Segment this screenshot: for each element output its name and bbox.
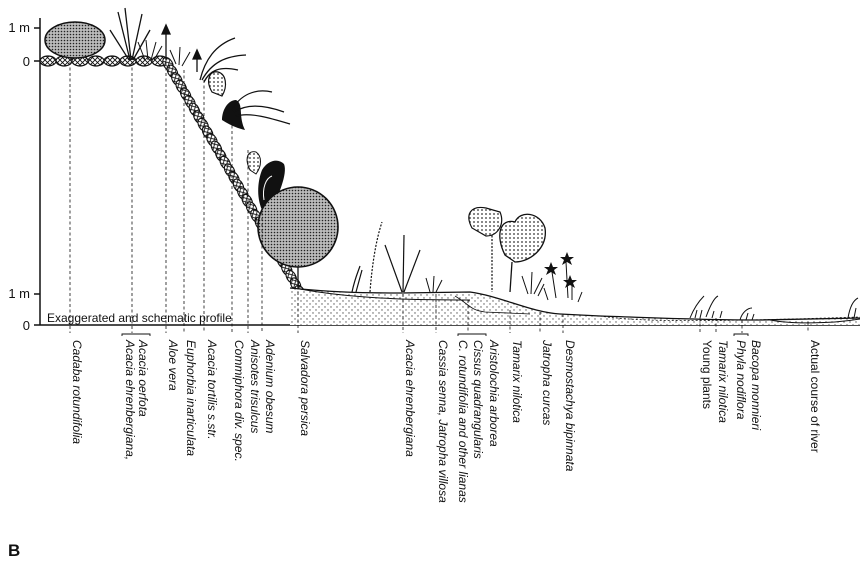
acacia-tuft-icon [109, 7, 151, 61]
anisotes-leaf-icon [246, 151, 261, 175]
cassia-senna-icon [425, 275, 443, 293]
species-label-young: Young plants [700, 340, 714, 409]
species-label-river: Actual course of river [808, 340, 822, 453]
aristolochia-stem [509, 261, 513, 293]
axis-label-bottom-0: 0 [23, 318, 30, 333]
species-label-acacia-oerfota: Acacia oerfota [136, 339, 150, 417]
river-channel [769, 318, 860, 324]
species-label-anisotes: Anisotes trisulcus [248, 339, 262, 433]
aloe-rosette-icon [137, 39, 191, 67]
adenium-bulb-icon [222, 100, 245, 130]
river-bank-plants-icon [847, 297, 859, 319]
young-plants-icon [689, 295, 723, 319]
floodplain-sediment [290, 288, 860, 325]
acacia-tortilis-icon [199, 37, 247, 83]
adenium-highlight [263, 175, 273, 201]
profile-caption: Exaggerated and schematic profile [47, 311, 232, 325]
species-label-salvadora: Salvadora persica [298, 340, 312, 436]
species-label-acacia-tortilis: Acacia tortilis s.str. [205, 339, 219, 440]
boulder [39, 55, 57, 67]
adenium-obesum-icon [258, 160, 285, 214]
species-label-commiphora: Commiphora div. spec. [232, 340, 246, 462]
axis-label-top-0: 0 [23, 54, 30, 69]
upper-terrace-boulders [39, 55, 169, 67]
panel-label: B [8, 541, 20, 560]
species-label-aloe: Aloe vera [166, 339, 180, 391]
species-label-cassia: Cassia senna, Jatropha villosa [436, 340, 450, 503]
terrace-edge [299, 288, 471, 301]
anisotes-branch-icon [231, 90, 291, 125]
aristolochia-leaf-icon [499, 213, 546, 263]
leader-lines [69, 62, 809, 333]
species-label-euphorbia: Euphorbia inarticulata [184, 340, 198, 456]
species-label-c-rotundifolia: C. rotundifolia and other lianas [456, 340, 470, 503]
salvadora-shrub-icon [257, 186, 339, 268]
species-label-tamarix-2: Tamarix nilotica [716, 340, 730, 423]
commiphora-shrub-icon [208, 71, 227, 97]
floodplain-surface [289, 287, 860, 321]
species-label-adenium: Adenium obesum [263, 339, 277, 433]
species-label-acacia-ehr-1: Acacia ehrenbergiana, [123, 339, 137, 460]
species-label-cadaba: Cadaba rotundifolia [70, 340, 84, 444]
species-label-cissus: Cissus quadrangularis [471, 340, 485, 459]
species-label-jatropha: Jatropha curcas [540, 339, 554, 425]
bank-line [454, 295, 531, 315]
species-label-bacopa: Bacopa monnieri [749, 340, 763, 430]
jatropha-stem-icon [543, 261, 583, 303]
axis-label-bottom-1m: 1 m [8, 286, 30, 301]
tamarix-tuft-icon [521, 271, 545, 297]
axis-label-top-1m: 1 m [8, 20, 30, 35]
euphorbia-stem-icon [160, 23, 203, 72]
species-labels: Cadaba rotundifolia Acacia ehrenbergiana,… [70, 339, 822, 503]
acacia-ehrenbergiana-icon [351, 221, 421, 293]
species-label-tamarix-1: Tamarix nilotica [510, 340, 524, 423]
species-label-aristolochia: Aristolochia arborea [487, 339, 501, 447]
desmostachya-star-icons [544, 252, 577, 288]
cissus-leaf-icon [468, 206, 503, 237]
boulder [87, 55, 105, 67]
species-label-acacia-ehr-2: Acacia ehrenbergiana [403, 339, 417, 457]
bacopa-tuft-icon [739, 307, 755, 321]
cadaba-shrub-icon [44, 21, 106, 59]
river-bed-line [599, 315, 860, 322]
boulder [103, 55, 121, 67]
species-label-desmostachya: Desmostachya bipinnata [563, 340, 577, 472]
species-label-phyla: Phyla nodiflora [734, 340, 748, 420]
label-brackets [121, 333, 749, 336]
